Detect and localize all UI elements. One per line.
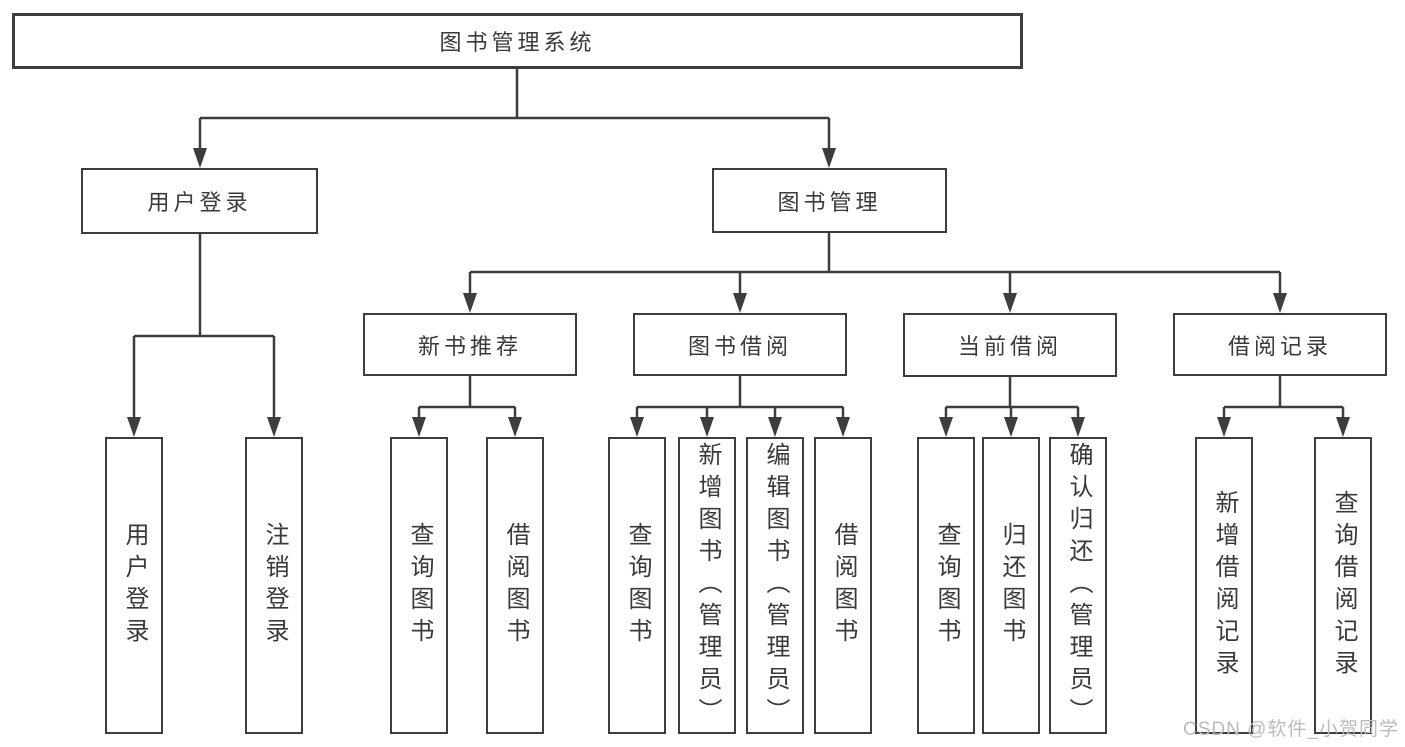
leaf-return-book: 归还图书: [982, 437, 1040, 734]
node-borrow-records: 借阅记录: [1173, 313, 1387, 376]
leaf-query-borrow-record: 查询借阅记录: [1314, 437, 1372, 734]
leaf-confirm-return-admin-label: 确认归还（管理员）: [1065, 441, 1092, 730]
watermark-text: CSDN @软件_小贺同学: [1183, 719, 1399, 740]
node-user-login-label: 用户登录: [147, 190, 252, 215]
leaf-borrow-book-label: 借阅图书: [830, 521, 857, 650]
leaf-recommend-query-book: 查询图书: [390, 437, 448, 734]
leaf-add-book-admin: 新增图书（管理员）: [678, 437, 736, 734]
leaf-return-book-label: 归还图书: [998, 521, 1025, 650]
leaf-confirm-return-admin: 确认归还（管理员）: [1049, 437, 1107, 734]
node-book-management: 图书管理: [712, 168, 947, 233]
node-new-book-recommend-label: 新书推荐: [417, 333, 522, 359]
leaf-user-login-label: 用户登录: [121, 521, 148, 650]
leaf-query-borrow-record-label: 查询借阅记录: [1330, 489, 1357, 682]
leaf-user-login: 用户登录: [105, 437, 163, 734]
leaf-logout-label: 注销登录: [261, 521, 288, 650]
node-book-borrow-label: 图书借阅: [687, 333, 792, 359]
leaf-current-query-book: 查询图书: [917, 437, 975, 734]
leaf-recommend-borrow-book-label: 借阅图书: [502, 521, 529, 650]
leaf-edit-book-admin-label: 编辑图书（管理员）: [762, 441, 789, 730]
node-current-borrow-label: 当前借阅: [957, 334, 1062, 359]
leaf-borrow-query-book: 查询图书: [608, 437, 666, 734]
node-root: 图书管理系统: [12, 13, 1023, 69]
leaf-recommend-query-book-label: 查询图书: [406, 521, 433, 650]
node-root-label: 图书管理系统: [439, 30, 596, 55]
arrowheads: [127, 148, 1350, 437]
leaf-recommend-borrow-book: 借阅图书: [486, 437, 544, 734]
node-new-book-recommend: 新书推荐: [363, 313, 577, 376]
node-book-borrow: 图书借阅: [633, 313, 847, 376]
leaf-borrow-book: 借阅图书: [814, 437, 872, 734]
node-current-borrow: 当前借阅: [903, 313, 1117, 377]
leaf-add-book-admin-label: 新增图书（管理员）: [694, 441, 721, 730]
leaf-add-borrow-record-label: 新增借阅记录: [1211, 489, 1238, 682]
leaf-logout: 注销登录: [245, 437, 303, 734]
node-borrow-records-label: 借阅记录: [1227, 333, 1332, 359]
leaf-edit-book-admin: 编辑图书（管理员）: [746, 437, 804, 734]
node-user-login: 用户登录: [81, 168, 318, 234]
leaf-add-borrow-record: 新增借阅记录: [1195, 437, 1253, 734]
leaf-borrow-query-book-label: 查询图书: [624, 521, 651, 650]
leaf-current-query-book-label: 查询图书: [933, 521, 960, 650]
node-book-management-label: 图书管理: [777, 189, 882, 215]
